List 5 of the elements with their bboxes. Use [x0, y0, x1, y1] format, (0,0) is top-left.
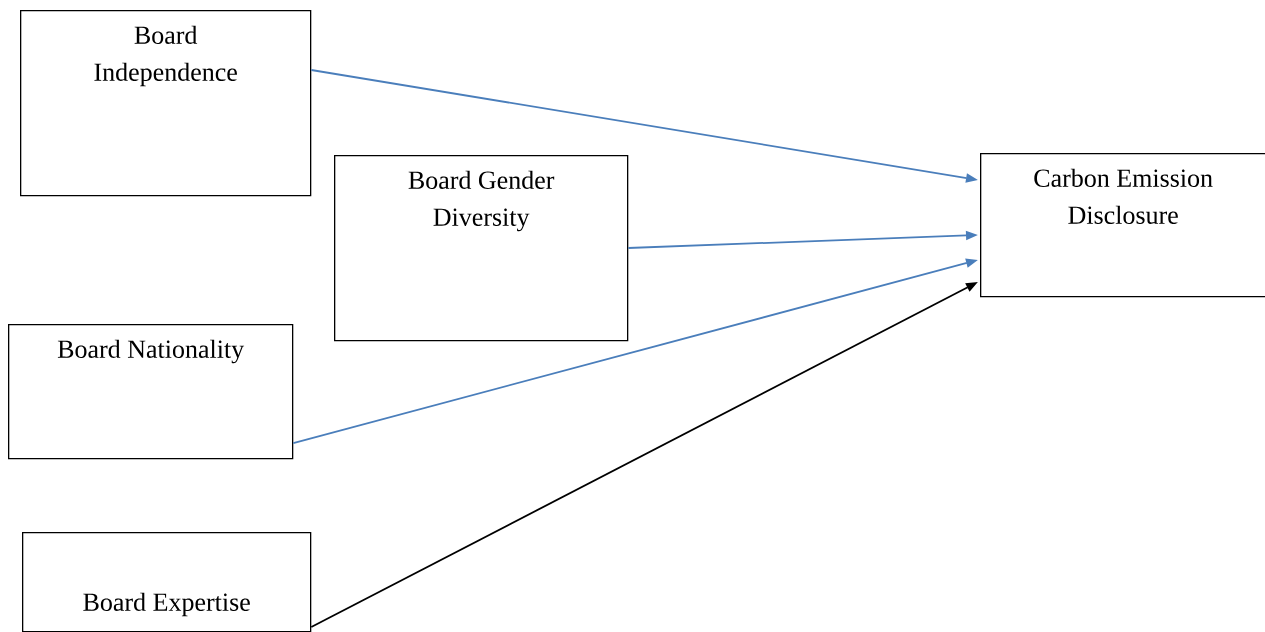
variable-box: Board Independence: [20, 10, 312, 197]
variable-box: Board Nationality: [8, 324, 294, 460]
variable-box: Carbon Emission Disclosure: [980, 153, 1265, 298]
variable-box: Board Expertise: [22, 532, 312, 632]
variable-box: Board Gender Diversity: [334, 155, 629, 342]
